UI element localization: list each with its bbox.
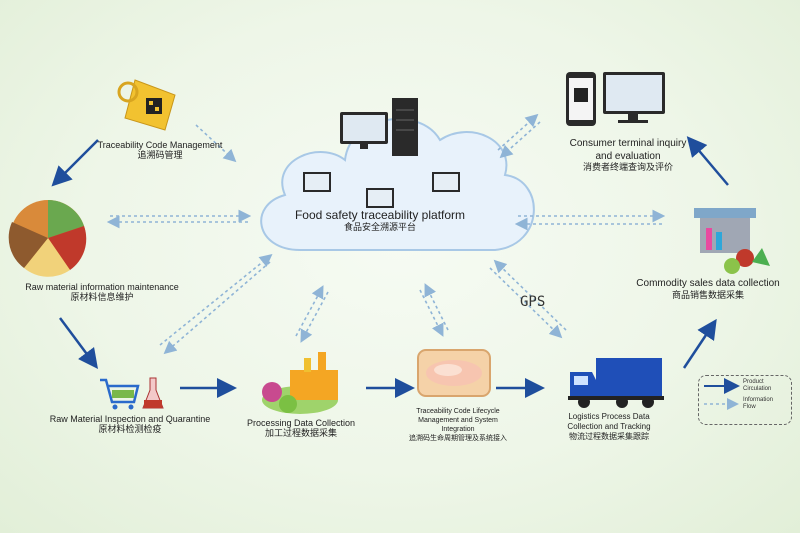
consumer-label: Consumer terminal inquiry and evaluation… (548, 138, 708, 174)
sales-zh: 商品销售数据采集 (671, 290, 744, 301)
logistics-label: Logistics Process Data Collection and Tr… (554, 412, 664, 442)
info-flow-arrows (106, 113, 666, 355)
lifecycle-label: Traceability Code Lifecycle Management a… (398, 408, 518, 443)
processing-label: Processing Data Collection 加工过程数据采集 (236, 418, 366, 441)
code-management-label: Traceability Code Management 追溯码管理 (80, 140, 240, 163)
legend-box: Product Circulation Information Flow (698, 375, 792, 425)
logistics-en-1: Logistics Process Data (568, 412, 650, 421)
consumer-en-1: Consumer terminal inquiry (569, 138, 687, 149)
phone-icon (566, 72, 596, 126)
platform-label-zh: 食品安全溯源平台 (343, 223, 416, 233)
code-management-zh: 追溯码管理 (137, 151, 183, 162)
legend-arrows (704, 378, 740, 410)
platform-label-en: Food safety traceability platform (294, 208, 466, 222)
legend-product-label: Product Circulation (743, 379, 772, 392)
platform-label: Food safety traceability platform 食品安全溯源… (290, 208, 470, 234)
truck-icon (568, 358, 664, 408)
raw-material-info-en: Raw material information maintenance (25, 282, 179, 292)
flask-icon (142, 377, 164, 409)
desktop-monitor-icon (603, 72, 665, 123)
raw-material-info-label: Raw material information maintenance 原材料… (2, 282, 202, 305)
legend-info-label: Information Flow (743, 397, 774, 410)
processing-zh: 加工过程数据采集 (264, 429, 337, 440)
product-flow-arrows (51, 136, 729, 398)
server-icon (392, 98, 418, 156)
lifecycle-zh: 追溯码生命周期管理及系统接入 (409, 434, 507, 443)
lifecycle-en-3: Integration (441, 425, 475, 433)
sales-label: Commodity sales data collection 商品销售数据采集 (620, 278, 796, 302)
raw-material-info-zh: 原材料信息维护 (70, 293, 134, 304)
inspection-label: Raw Material Inspection and Quarantine 原… (30, 414, 230, 437)
inspection-zh: 原材料检测检疫 (98, 425, 162, 436)
lifecycle-en-2: Management and System (418, 416, 498, 424)
lifecycle-en-1: Traceability Code Lifecycle (416, 408, 500, 415)
gps-label: GPS (520, 294, 546, 310)
factory-icon (262, 352, 338, 414)
meat-package-icon (417, 349, 491, 397)
logistics-zh: 物流过程数据采集跟踪 (569, 432, 649, 441)
code-management-en: Traceability Code Management (97, 140, 223, 150)
shop-icon (694, 208, 770, 274)
logistics-en-2: Collection and Tracking (567, 422, 651, 431)
food-icon (8, 200, 87, 277)
small-monitor-icon (303, 172, 460, 208)
inspection-en: Raw Material Inspection and Quarantine (49, 414, 211, 424)
consumer-zh: 消费者终端查询及评价 (582, 163, 673, 173)
cart-icon (100, 378, 140, 410)
processing-en: Processing Data Collection (246, 418, 356, 428)
sales-en: Commodity sales data collection (636, 278, 780, 289)
consumer-en-2: and evaluation (595, 150, 661, 162)
qr-tag-icon (117, 79, 176, 131)
monitor-icon (340, 112, 388, 149)
